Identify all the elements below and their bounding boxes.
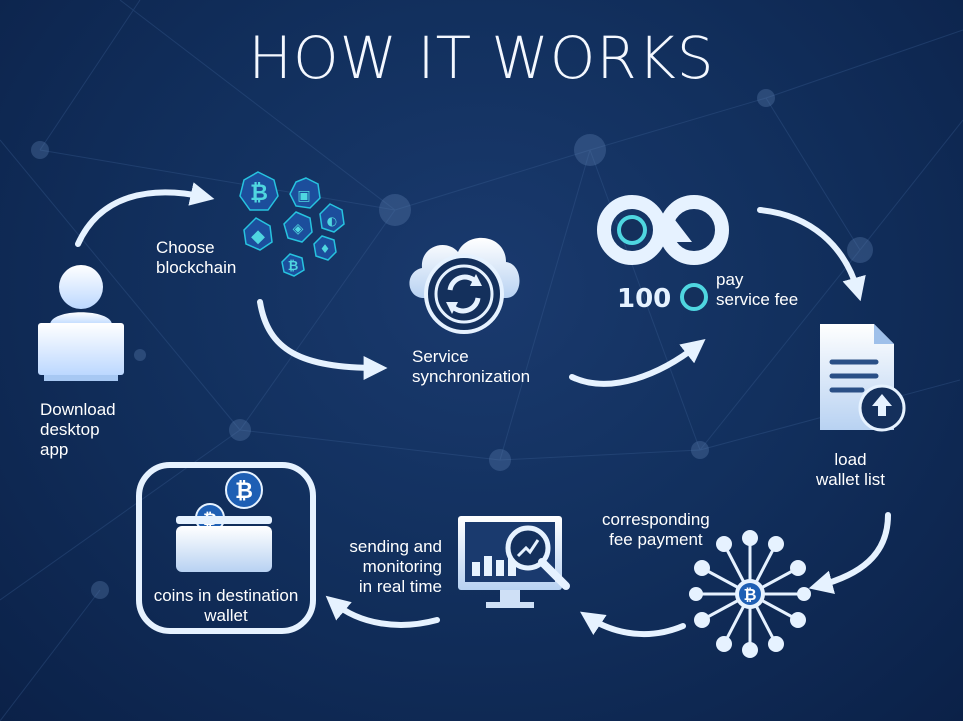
fee-amount: 100 — [617, 283, 708, 314]
svg-text:₿: ₿ — [743, 585, 756, 604]
svg-text:▣: ▣ — [297, 188, 310, 204]
token-icon — [679, 283, 708, 311]
svg-text:◆: ◆ — [251, 226, 265, 247]
svg-text:₿: ₿ — [250, 181, 268, 206]
svg-text:♦: ♦ — [320, 242, 331, 256]
svg-text:◈: ◈ — [293, 221, 304, 237]
document-upload-icon — [820, 324, 906, 432]
svg-text:◐: ◐ — [327, 214, 337, 228]
user-at-computer-icon — [38, 265, 124, 381]
cloud-sync-icon — [409, 237, 520, 334]
page-title: HOW IT WORKS — [248, 24, 715, 92]
svg-text:₿: ₿ — [288, 259, 299, 274]
wallet-icon: ₿ ₿ — [176, 471, 272, 572]
monitor-analytics-icon — [458, 516, 570, 608]
infinity-payment-icon — [597, 195, 729, 265]
blockchain-coins-icon: ₿ ▣ ◐ ◆ ◈ ♦ ₿ — [239, 171, 345, 277]
bitcoin-distribution-icon: ₿ — [689, 530, 811, 658]
destination-wallet-frame — [136, 462, 316, 634]
fee-amount-value: 100 — [617, 284, 672, 314]
svg-text:₿: ₿ — [235, 479, 253, 504]
